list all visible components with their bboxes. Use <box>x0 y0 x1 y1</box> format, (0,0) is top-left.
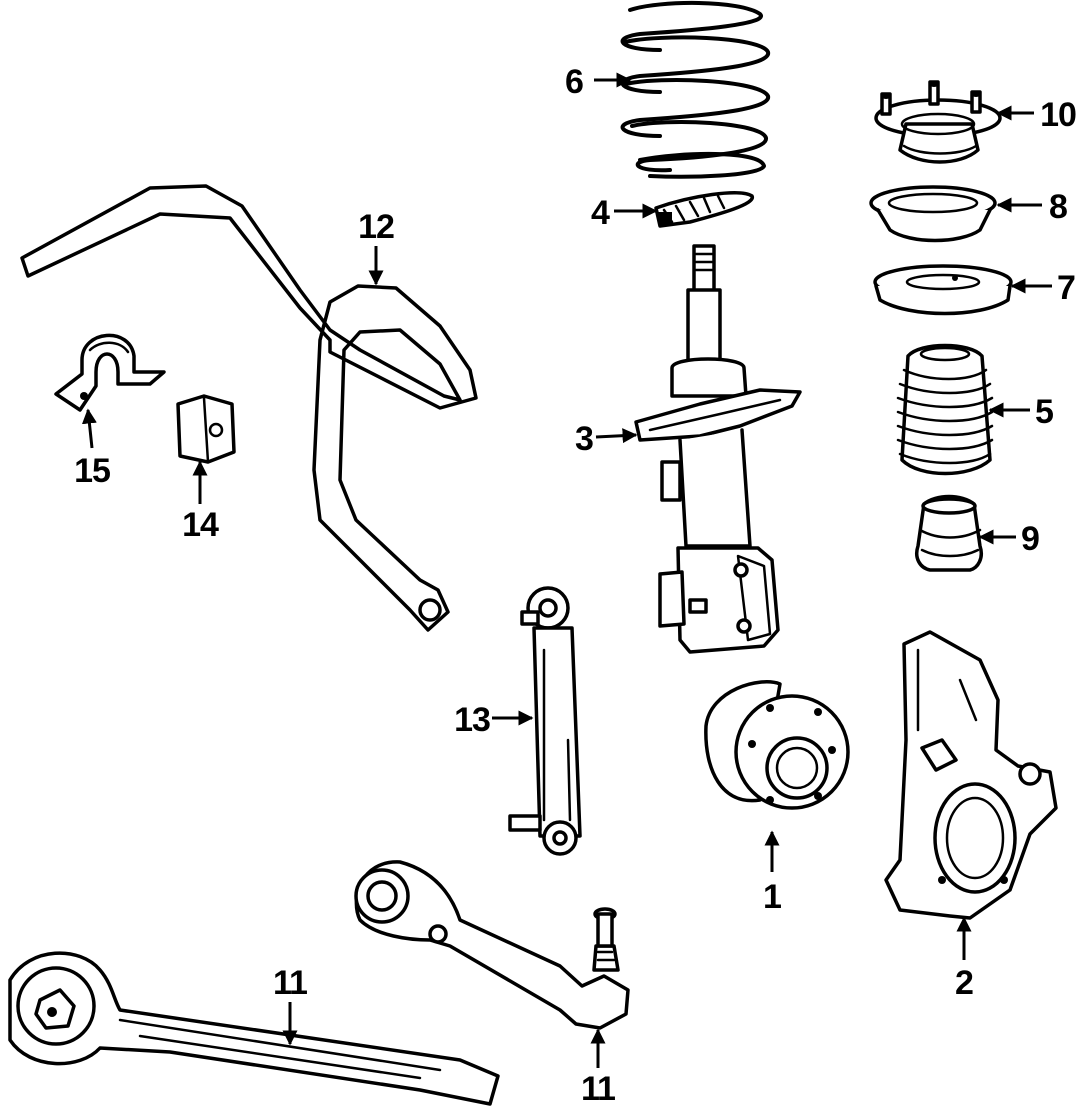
stabilizer-bar[interactable] <box>20 184 478 632</box>
callout-3: 3 <box>575 420 593 458</box>
coil-spring[interactable] <box>620 0 770 179</box>
callout-2: 2 <box>955 964 973 1002</box>
callout-15: 15 <box>74 452 110 490</box>
stabilizer-link[interactable] <box>508 586 582 856</box>
callout-8: 8 <box>1049 188 1067 226</box>
leader-lines <box>81 72 1052 1068</box>
stabilizer-bushing[interactable] <box>176 394 236 464</box>
stabilizer-bracket[interactable] <box>54 333 166 412</box>
callout-11-front-arm: 11 <box>273 964 307 1002</box>
upper-spring-seat[interactable] <box>869 185 997 243</box>
steering-knuckle[interactable] <box>884 630 1058 920</box>
control-arm-rear[interactable] <box>354 860 630 1030</box>
callout-13: 13 <box>454 701 490 739</box>
strut-mount[interactable] <box>874 80 1002 164</box>
callout-11-rear-arm: 11 <box>581 1070 615 1108</box>
control-arm-front[interactable] <box>8 951 500 1106</box>
callout-1: 1 <box>763 878 781 916</box>
lower-spring-seat[interactable] <box>873 264 1013 316</box>
callout-10: 10 <box>1040 96 1076 134</box>
callout-9: 9 <box>1021 520 1039 558</box>
callout-4: 4 <box>591 194 610 232</box>
callout-labels: 1 2 3 4 5 6 7 8 9 10 11 11 12 13 14 15 <box>74 63 1077 1108</box>
dust-boot[interactable] <box>896 343 994 476</box>
callout-12: 12 <box>358 208 394 246</box>
callout-7: 7 <box>1057 269 1075 307</box>
hub-bearing[interactable] <box>704 680 850 810</box>
jounce-bumper[interactable] <box>915 494 983 572</box>
spring-insulator[interactable] <box>654 191 754 228</box>
callout-6: 6 <box>565 63 583 101</box>
strut-assembly[interactable] <box>634 244 802 654</box>
callout-5: 5 <box>1035 393 1053 431</box>
callout-14: 14 <box>182 506 219 544</box>
